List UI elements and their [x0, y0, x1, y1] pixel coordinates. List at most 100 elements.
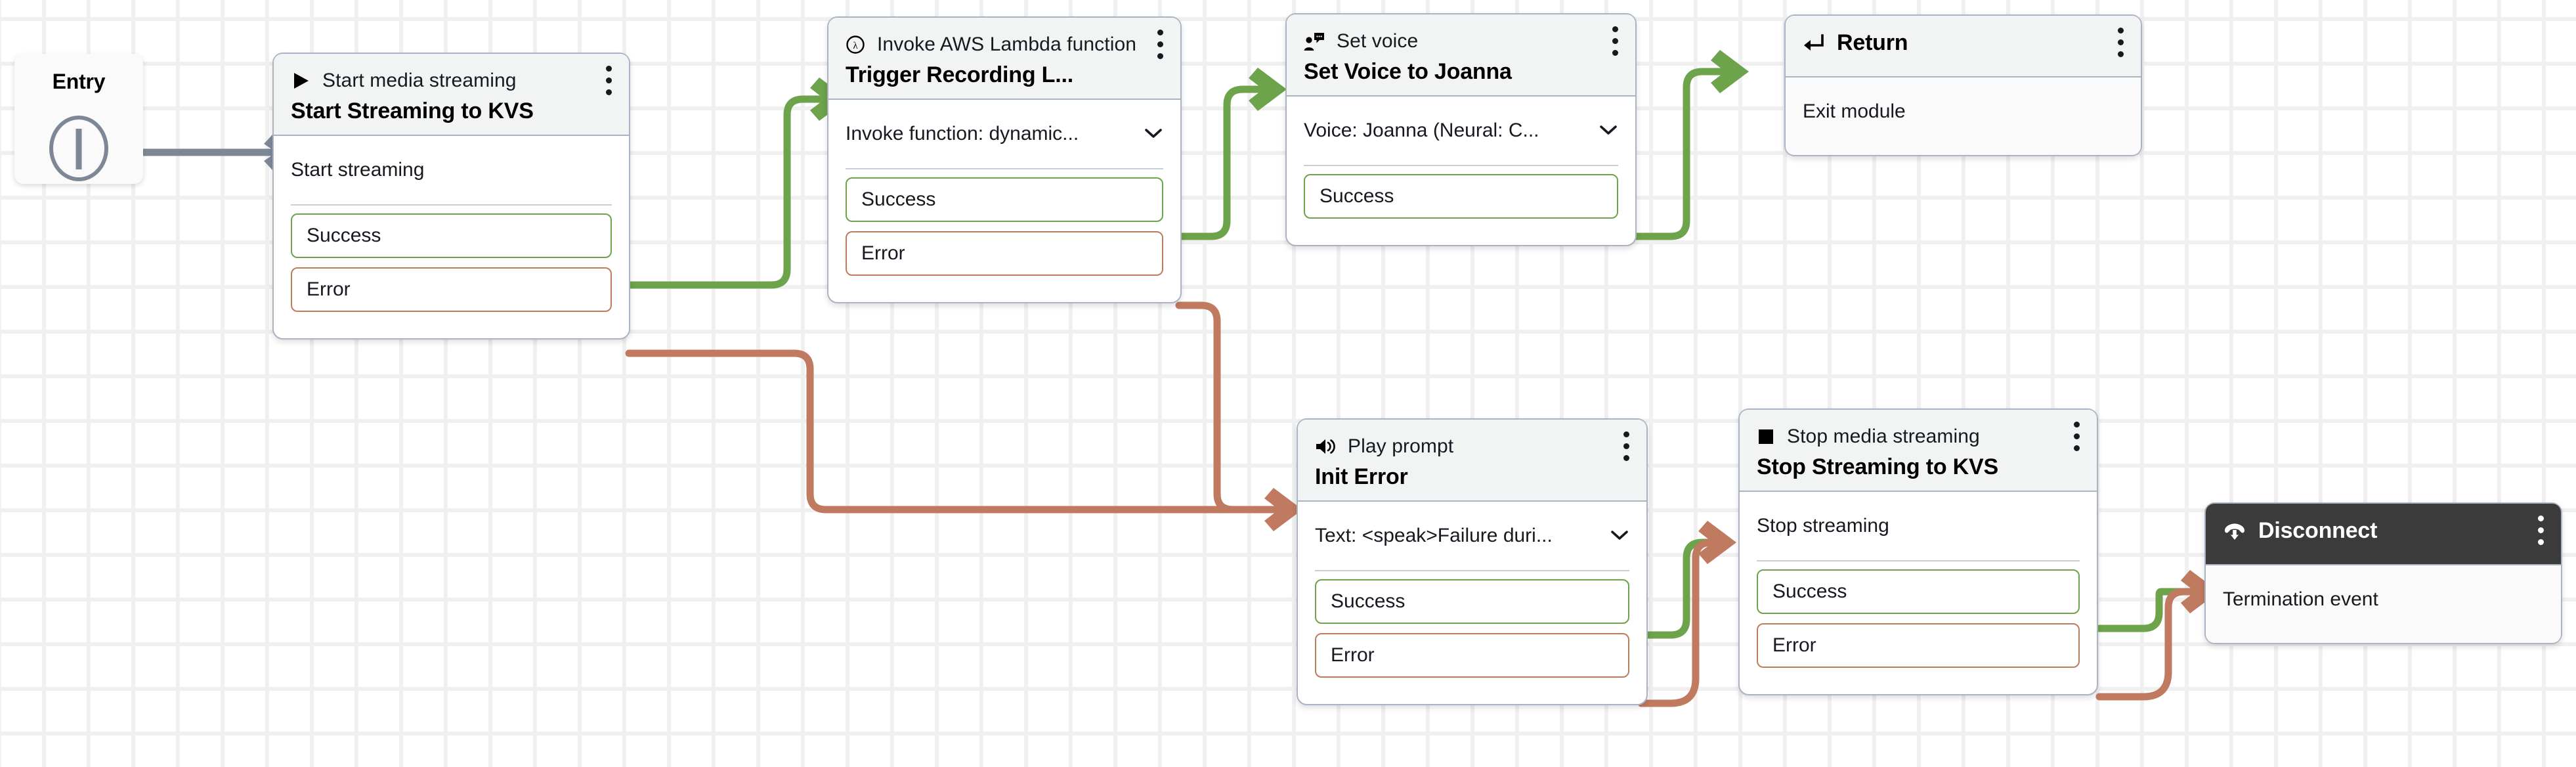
node-menu-button[interactable] — [605, 66, 612, 95]
node-title: Set Voice to Joanna — [1304, 59, 1512, 84]
node-start-streaming[interactable]: Start media streaming Start Streaming to… — [272, 53, 630, 340]
node-body: Voice: Joanna (Neural: C... — [1287, 97, 1635, 166]
node-footer-pad — [1287, 233, 1635, 245]
port-label: Error — [861, 242, 905, 264]
play-triangle-icon — [291, 71, 311, 91]
aws-lambda-icon: λ — [846, 35, 865, 55]
node-config-row[interactable]: Invoke function: dynamic... — [846, 100, 1163, 169]
port-success[interactable]: Success — [846, 177, 1163, 222]
chevron-down-icon[interactable] — [1610, 525, 1629, 547]
node-config-row[interactable]: Voice: Joanna (Neural: C... — [1304, 97, 1618, 166]
port-label: Success — [1320, 185, 1394, 207]
node-body: Start streaming — [274, 136, 629, 206]
port-error[interactable]: Error — [846, 231, 1163, 276]
node-menu-button[interactable] — [2117, 28, 2124, 57]
node-type-label: Play prompt — [1348, 435, 1454, 457]
spacer — [1803, 146, 2124, 155]
node-body: Text: <speak>Failure duri... — [1298, 502, 1646, 571]
entry-label: Entry — [52, 70, 106, 93]
node-title: Init Error — [1315, 464, 1408, 489]
node-config-label: Stop streaming — [1757, 515, 1889, 537]
node-menu-button[interactable] — [2537, 515, 2544, 545]
svg-text:λ: λ — [853, 41, 858, 51]
node-header[interactable]: Stop media streaming Stop Streaming to K… — [1740, 410, 2097, 492]
port-success[interactable]: Success — [1757, 569, 2080, 614]
hang-up-phone-icon — [2223, 521, 2246, 540]
node-header[interactable]: Disconnect — [2206, 504, 2561, 565]
node-config-row[interactable]: Start streaming — [291, 136, 612, 206]
node-menu-button[interactable] — [1612, 26, 1618, 56]
node-config-row: Exit module — [1803, 77, 2124, 146]
node-set-voice-joanna[interactable]: Set voice Set Voice to Joanna Voice: Joa… — [1285, 13, 1637, 246]
port-success[interactable]: Success — [291, 213, 612, 258]
wire-lambda-success-to-set-voice — [1175, 68, 1287, 240]
node-config-row[interactable]: Stop streaming — [1757, 492, 2080, 561]
port-label: Success — [861, 188, 936, 210]
node-config-label: Exit module — [1803, 100, 1906, 122]
node-footer-pad — [828, 290, 1180, 302]
speaker-icon — [1315, 437, 1336, 456]
node-menu-button[interactable] — [1623, 431, 1629, 461]
wire-stop-success-to-disconnect — [2095, 570, 2219, 632]
spacer — [2223, 634, 2544, 643]
node-type-label: Start media streaming — [322, 70, 517, 91]
node-body: Termination event — [2206, 565, 2561, 643]
node-title: Disconnect — [2258, 517, 2378, 543]
entry-circle-icon — [42, 112, 116, 188]
port-label: Success — [1331, 590, 1406, 612]
node-ports: Success Error — [274, 206, 629, 326]
node-disconnect[interactable]: Disconnect Termination event — [2204, 502, 2562, 644]
node-menu-button[interactable] — [1157, 30, 1163, 59]
port-label: Error — [307, 278, 351, 300]
node-stop-streaming[interactable]: Stop media streaming Stop Streaming to K… — [1738, 408, 2098, 695]
return-arrow-icon — [1803, 33, 1825, 52]
port-error[interactable]: Error — [1315, 633, 1629, 678]
node-config-label: Text: <speak>Failure duri... — [1315, 525, 1553, 546]
node-ports: Success Error — [1740, 561, 2097, 682]
port-success[interactable]: Success — [1315, 579, 1629, 624]
node-header[interactable]: Play prompt Init Error — [1298, 420, 1646, 502]
port-error[interactable]: Error — [1757, 623, 2080, 668]
wire-start-success-to-lambda — [625, 77, 848, 289]
node-init-error[interactable]: Play prompt Init Error Text: <speak>Fail… — [1297, 418, 1648, 705]
node-header[interactable]: Return — [1786, 16, 2141, 77]
wire-lambda-error-to-init-error — [1175, 301, 1291, 514]
node-type-label: Set voice — [1337, 30, 1419, 52]
port-label: Error — [1331, 644, 1375, 666]
node-footer-pad — [274, 326, 629, 338]
node-config-label: Invoke function: dynamic... — [846, 123, 1079, 144]
node-footer-pad — [1298, 692, 1646, 704]
node-trigger-recording-lambda[interactable]: λ Invoke AWS Lambda function Trigger Rec… — [827, 16, 1182, 303]
wire-set-voice-success-to-return — [1632, 50, 1749, 240]
node-header[interactable]: λ Invoke AWS Lambda function Trigger Rec… — [828, 18, 1180, 100]
node-type-label: Stop media streaming — [1787, 426, 1980, 447]
wire-start-error-to-init-error — [625, 349, 1302, 531]
port-label: Success — [1772, 581, 1847, 602]
entry-node[interactable]: Entry — [14, 54, 143, 184]
port-label: Error — [1772, 634, 1816, 656]
node-ports: Success Error — [1298, 571, 1646, 692]
wire-init-success-to-stop — [1637, 538, 1724, 639]
node-title: Trigger Recording L... — [846, 62, 1073, 87]
port-error[interactable]: Error — [291, 267, 612, 312]
node-body: Exit module — [1786, 77, 2141, 155]
node-footer-pad — [1740, 682, 2097, 694]
node-title: Start Streaming to KVS — [291, 99, 534, 123]
node-config-label: Start streaming — [291, 159, 425, 181]
port-success[interactable]: Success — [1304, 174, 1618, 219]
node-menu-button[interactable] — [2073, 422, 2080, 451]
wire-stop-error-to-disconnect — [2095, 570, 2219, 701]
node-body: Invoke function: dynamic... — [828, 100, 1180, 169]
chevron-down-icon[interactable] — [1599, 120, 1618, 142]
node-header[interactable]: Set voice Set Voice to Joanna — [1287, 14, 1635, 97]
node-return[interactable]: Return Exit module — [1784, 14, 2142, 156]
node-config-label: Voice: Joanna (Neural: C... — [1304, 120, 1539, 141]
chevron-down-icon[interactable] — [1144, 123, 1163, 145]
set-voice-icon — [1304, 32, 1325, 51]
port-label: Success — [307, 225, 381, 246]
node-body: Stop streaming — [1740, 492, 2097, 561]
node-type-label: Invoke AWS Lambda function — [877, 33, 1137, 55]
node-header[interactable]: Start media streaming Start Streaming to… — [274, 54, 629, 136]
node-config-row[interactable]: Text: <speak>Failure duri... — [1315, 502, 1629, 571]
